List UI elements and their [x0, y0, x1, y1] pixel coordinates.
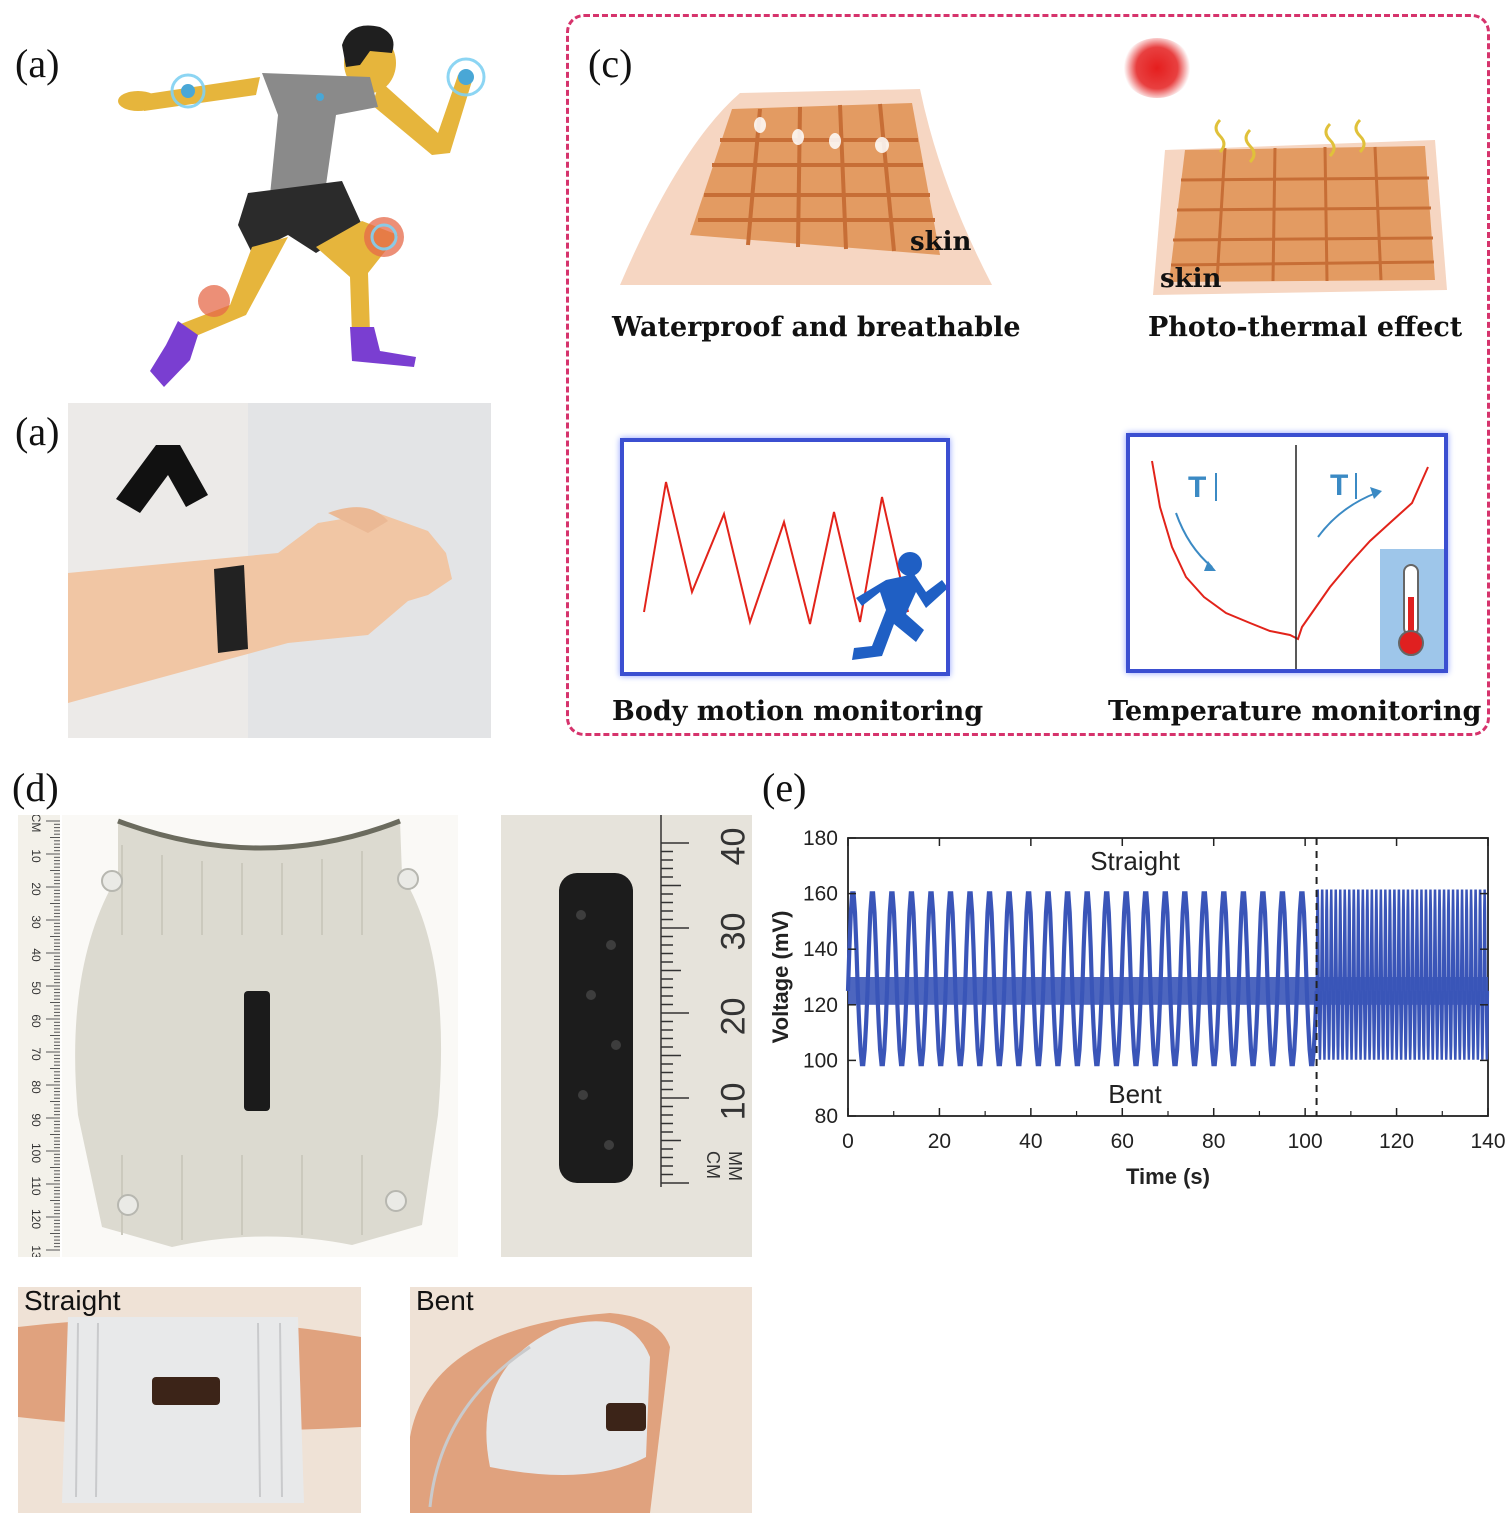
ruler-left-tick-label: 80 — [29, 1080, 43, 1094]
x-tick-label: 20 — [928, 1130, 951, 1153]
ruler-right-tick-label: 40 — [714, 827, 752, 866]
arm-straight-photo: Straight — [18, 1287, 361, 1513]
ruler-left-tick-label: 110 — [29, 1176, 43, 1195]
x-tick-label: 100 — [1288, 1130, 1323, 1153]
sensor-zoom-photo: CM MM 40 30 20 10 — [501, 815, 752, 1257]
panel-label-a-bottom: (a) — [15, 409, 60, 454]
x-tick-label: 120 — [1379, 1130, 1414, 1153]
x-tick-label: 0 — [842, 1130, 854, 1153]
y-tick-label: 180 — [803, 827, 838, 850]
panel-c-frame — [566, 14, 1490, 736]
x-axis-label: Time (s) — [1126, 1164, 1210, 1189]
caption-photothermal: Photo-thermal effect — [1148, 312, 1463, 343]
bent-annotation: Bent — [1108, 1079, 1162, 1109]
panel-label-c: (c) — [588, 41, 633, 86]
ruler-right-tick-label: 30 — [714, 912, 752, 951]
ruler-left-tick-label: 50 — [29, 981, 43, 995]
ruler-left-tick-label: 20 — [29, 882, 43, 896]
caption-motion: Body motion monitoring — [612, 696, 984, 727]
thermometer-icon — [1398, 564, 1424, 656]
temp-down-label: T — [1188, 471, 1206, 504]
ruler-left-tick-label: 10 — [29, 849, 43, 863]
arm-bent-photo: Bent — [410, 1287, 752, 1513]
panel-label-a-top: (a) — [15, 41, 60, 86]
y-tick-label: 120 — [803, 994, 838, 1017]
temp-up-label: T — [1330, 469, 1348, 502]
photothermal-mesh-illustration — [1153, 118, 1447, 295]
ruler-left-tick-label: 30 — [29, 915, 43, 929]
ruler-mm-label: MM — [725, 1151, 745, 1181]
panel-label-e: (e) — [762, 765, 807, 810]
straight-annotation: Straight — [1090, 846, 1180, 876]
temperature-monitor-box: T T — [1126, 433, 1448, 673]
x-tick-label: 140 — [1470, 1130, 1505, 1153]
y-tick-label: 80 — [815, 1105, 838, 1128]
skin-label-left: skin — [910, 227, 972, 257]
voltage-time-chart: 0 20 40 60 80 100 120 140 80 100 120 140 160 180 Stra… — [768, 827, 1506, 1189]
ruler-left-tick-label: 100 — [29, 1143, 43, 1163]
y-tick-label: 160 — [803, 883, 838, 906]
ruler-cm-label: CM — [703, 1151, 723, 1179]
sun-icon — [1122, 38, 1192, 98]
x-tick-label: 80 — [1202, 1130, 1225, 1153]
runner-illustration — [118, 25, 486, 387]
caption-temperature: Temperature monitoring — [1108, 696, 1482, 727]
skin-label-right: skin — [1160, 264, 1222, 294]
ruler-strip: CM 10 20 30 40 50 60 70 80 90 100 110 120 13 — [18, 815, 60, 1257]
bent-photo-label: Bent — [416, 1287, 474, 1316]
ruler-left-tick-label: 40 — [29, 948, 43, 962]
ruler-left-tick-label: 120 — [29, 1209, 43, 1229]
x-tick-label: 60 — [1111, 1130, 1134, 1153]
ruler-left-tick-label: 90 — [29, 1113, 43, 1127]
ruler-left-tick-label: 70 — [29, 1047, 43, 1061]
x-tick-label: 40 — [1019, 1130, 1042, 1153]
ruler-right-tick-label: 20 — [714, 997, 752, 1036]
waterproof-mesh-illustration — [620, 89, 992, 285]
y-tick-label: 100 — [803, 1049, 838, 1072]
y-axis-label: Voltage (mV) — [768, 911, 793, 1044]
straight-photo-label: Straight — [24, 1287, 121, 1316]
ruler-left-tick-label: 13 — [29, 1245, 43, 1257]
knitted-sleeve-photo — [62, 815, 458, 1257]
signal-baseline-band — [1316, 977, 1488, 1005]
signal-baseline-band — [848, 977, 1317, 1005]
motion-monitor-box — [620, 438, 950, 676]
y-tick-label: 140 — [803, 938, 838, 961]
ruler-right-tick-label: 10 — [714, 1082, 752, 1121]
caption-waterproof: Waterproof and breathable — [612, 312, 1021, 343]
ruler-left-tick-label: 60 — [29, 1014, 43, 1028]
panel-label-d: (d) — [12, 765, 59, 810]
ruler-left-tick-label: CM — [29, 815, 43, 832]
wrist-band-photo — [68, 403, 491, 738]
